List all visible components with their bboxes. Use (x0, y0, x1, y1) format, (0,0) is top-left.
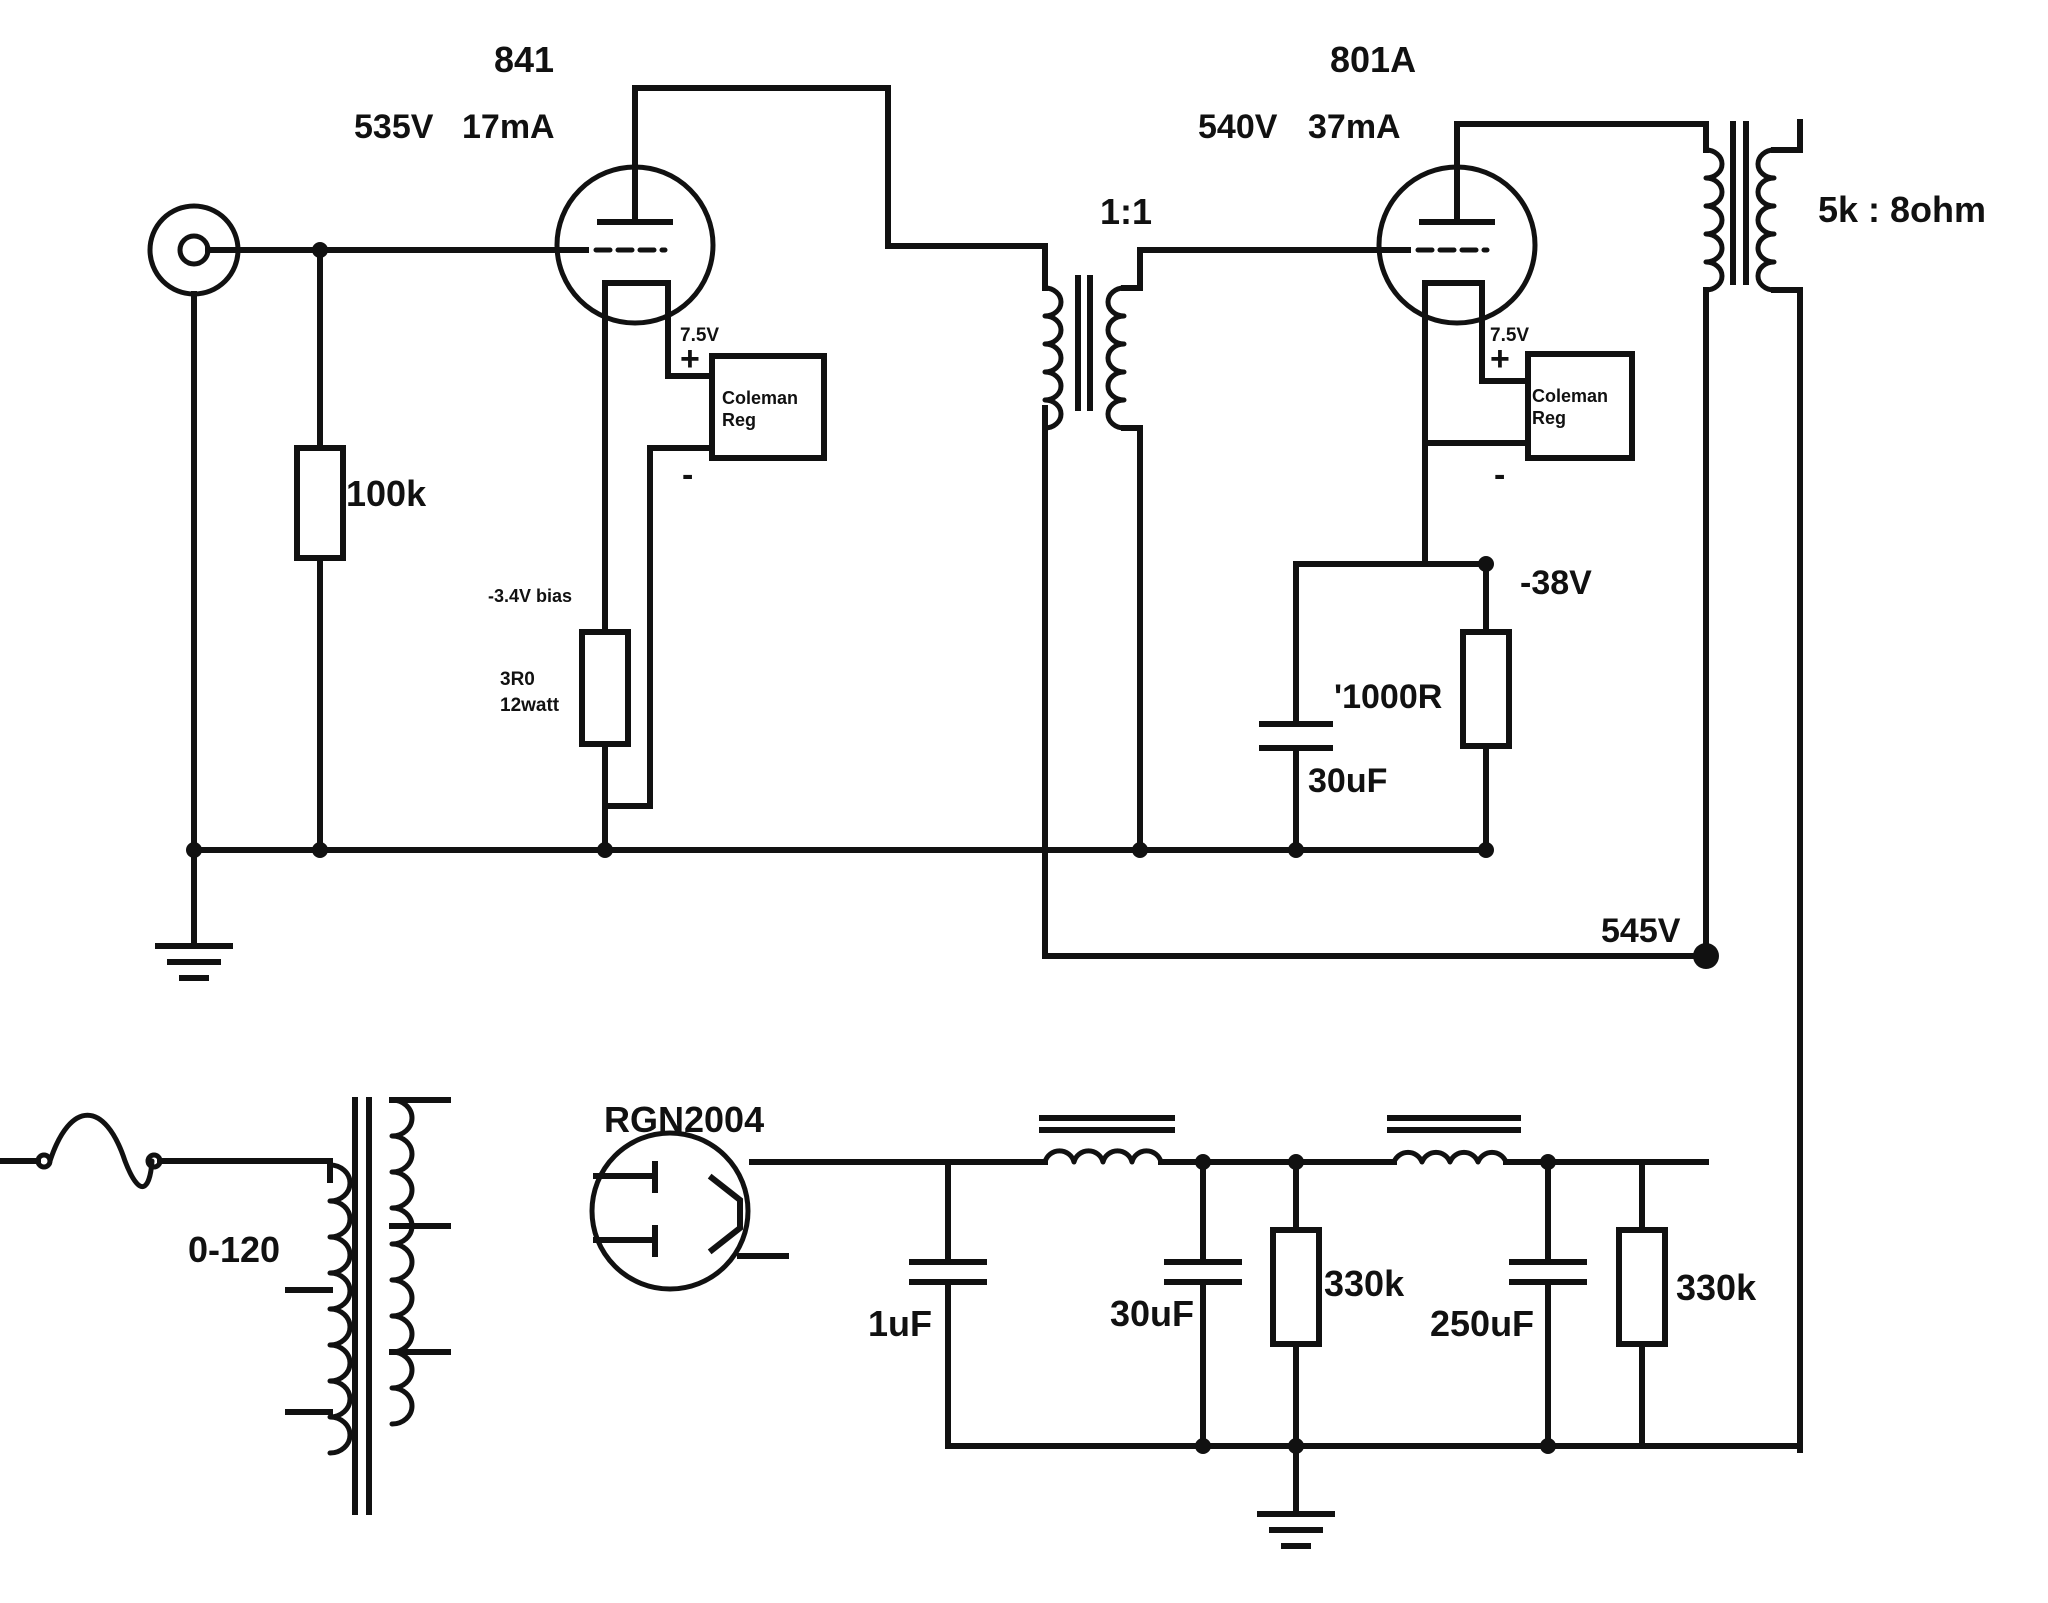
coleman-reg-2 (1525, 351, 1635, 461)
input-wiring (191, 247, 1491, 853)
reg2-plus-label: + (1490, 340, 1510, 378)
cap-30uf-label: 30uF (1110, 1293, 1194, 1334)
coleman-reg-1 (709, 353, 827, 461)
b-plus-label: 545V (1601, 912, 1681, 950)
mains-transformer (285, 1097, 451, 1515)
ground-symbol-input (155, 847, 233, 981)
reg2-name-label-2: Reg (1532, 408, 1566, 428)
mains-transformer-label: 0-120 (188, 1229, 280, 1270)
bias1-label: -3.4V bias (488, 586, 572, 606)
tube-841-filament-wiring (602, 315, 715, 853)
cathode-resistor1-power-label: 12watt (500, 695, 560, 716)
interstage-transformer (1042, 275, 1127, 431)
tube-841-plate-lead (632, 85, 1048, 291)
output-transformer (1703, 121, 1777, 293)
cathode-resistor2-label: '1000R (1334, 678, 1442, 716)
tube-801a-plate-lead (1454, 121, 1709, 153)
tube2-current-label: 37mA (1308, 108, 1401, 146)
cap-1uf-label: 1uF (868, 1303, 932, 1344)
rectifier-rgn2004 (589, 1130, 948, 1292)
interstage-wiring (1042, 247, 1709, 959)
cap-250uf-label: 250uF (1430, 1303, 1534, 1344)
grid-resistor-100k (294, 445, 346, 561)
bleeder-1-label: 330k (1324, 1263, 1405, 1304)
output-wiring (1703, 119, 1803, 1453)
bleeder-2-label: 330k (1676, 1267, 1757, 1308)
bias2-label: -38V (1520, 564, 1592, 602)
reg2-voltage-label: 7.5V (1490, 325, 1529, 346)
cathode-network-801a (1259, 561, 1512, 853)
tube-801a (1375, 123, 1538, 366)
tube-841 (552, 85, 716, 366)
ground-symbol-psu (1257, 1443, 1335, 1549)
output-transformer-label: 5k : 8ohm (1818, 189, 1986, 230)
interstage-ratio-label: 1:1 (1100, 191, 1152, 232)
tube-801a-filament-wiring (1422, 315, 1531, 567)
reg1-plus-label: + (680, 340, 700, 378)
reg2-name-label-1: Coleman (1532, 386, 1608, 406)
cathode-resistor-3r0 (579, 629, 631, 747)
cathode-cap2-label: 30uF (1308, 762, 1387, 800)
reg1-voltage-label: 7.5V (680, 325, 719, 346)
rectifier-label: RGN2004 (604, 1099, 764, 1140)
tube2-name-label: 801A (1330, 39, 1416, 80)
tube2-voltage-label: 540V (1198, 108, 1278, 146)
reg1-minus-label: - (682, 456, 693, 494)
filter-network (909, 1115, 1803, 1449)
tube1-voltage-label: 535V (354, 108, 434, 146)
reg2-minus-label: - (1494, 456, 1505, 494)
tube1-name-label: 841 (494, 39, 554, 80)
cathode-resistor1-label: 3R0 (500, 669, 535, 690)
grid-resistor-label: 100k (346, 473, 427, 514)
junction-dots (186, 242, 1719, 1454)
tube1-current-label: 17mA (462, 108, 555, 146)
reg1-name-label-1: Coleman (722, 388, 798, 408)
mains-input (0, 1113, 333, 1189)
reg1-name-label-2: Reg (722, 410, 756, 430)
